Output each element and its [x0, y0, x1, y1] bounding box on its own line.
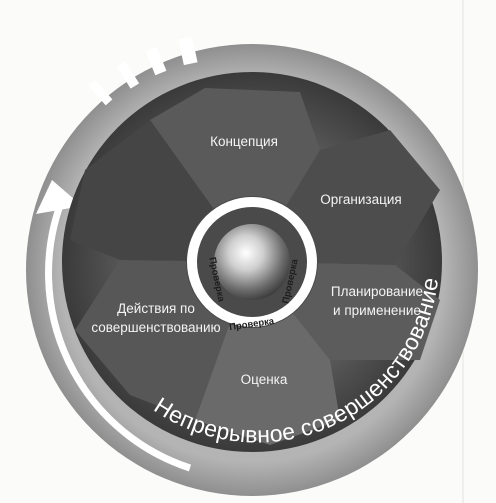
- segment-planning-label-line2: и применение: [333, 303, 421, 318]
- segment-planning-label-line1: Планирование: [331, 284, 423, 299]
- hub-sphere: [214, 224, 290, 300]
- segment-organization-label: Организация: [320, 192, 401, 207]
- segment-improvement-label-line2: совершенствованию: [91, 320, 220, 335]
- segment-evaluation-label: Оценка: [241, 372, 288, 387]
- segment-concept-label: Концепция: [210, 134, 278, 149]
- segment-improvement-label-line1: Действия по: [117, 301, 195, 316]
